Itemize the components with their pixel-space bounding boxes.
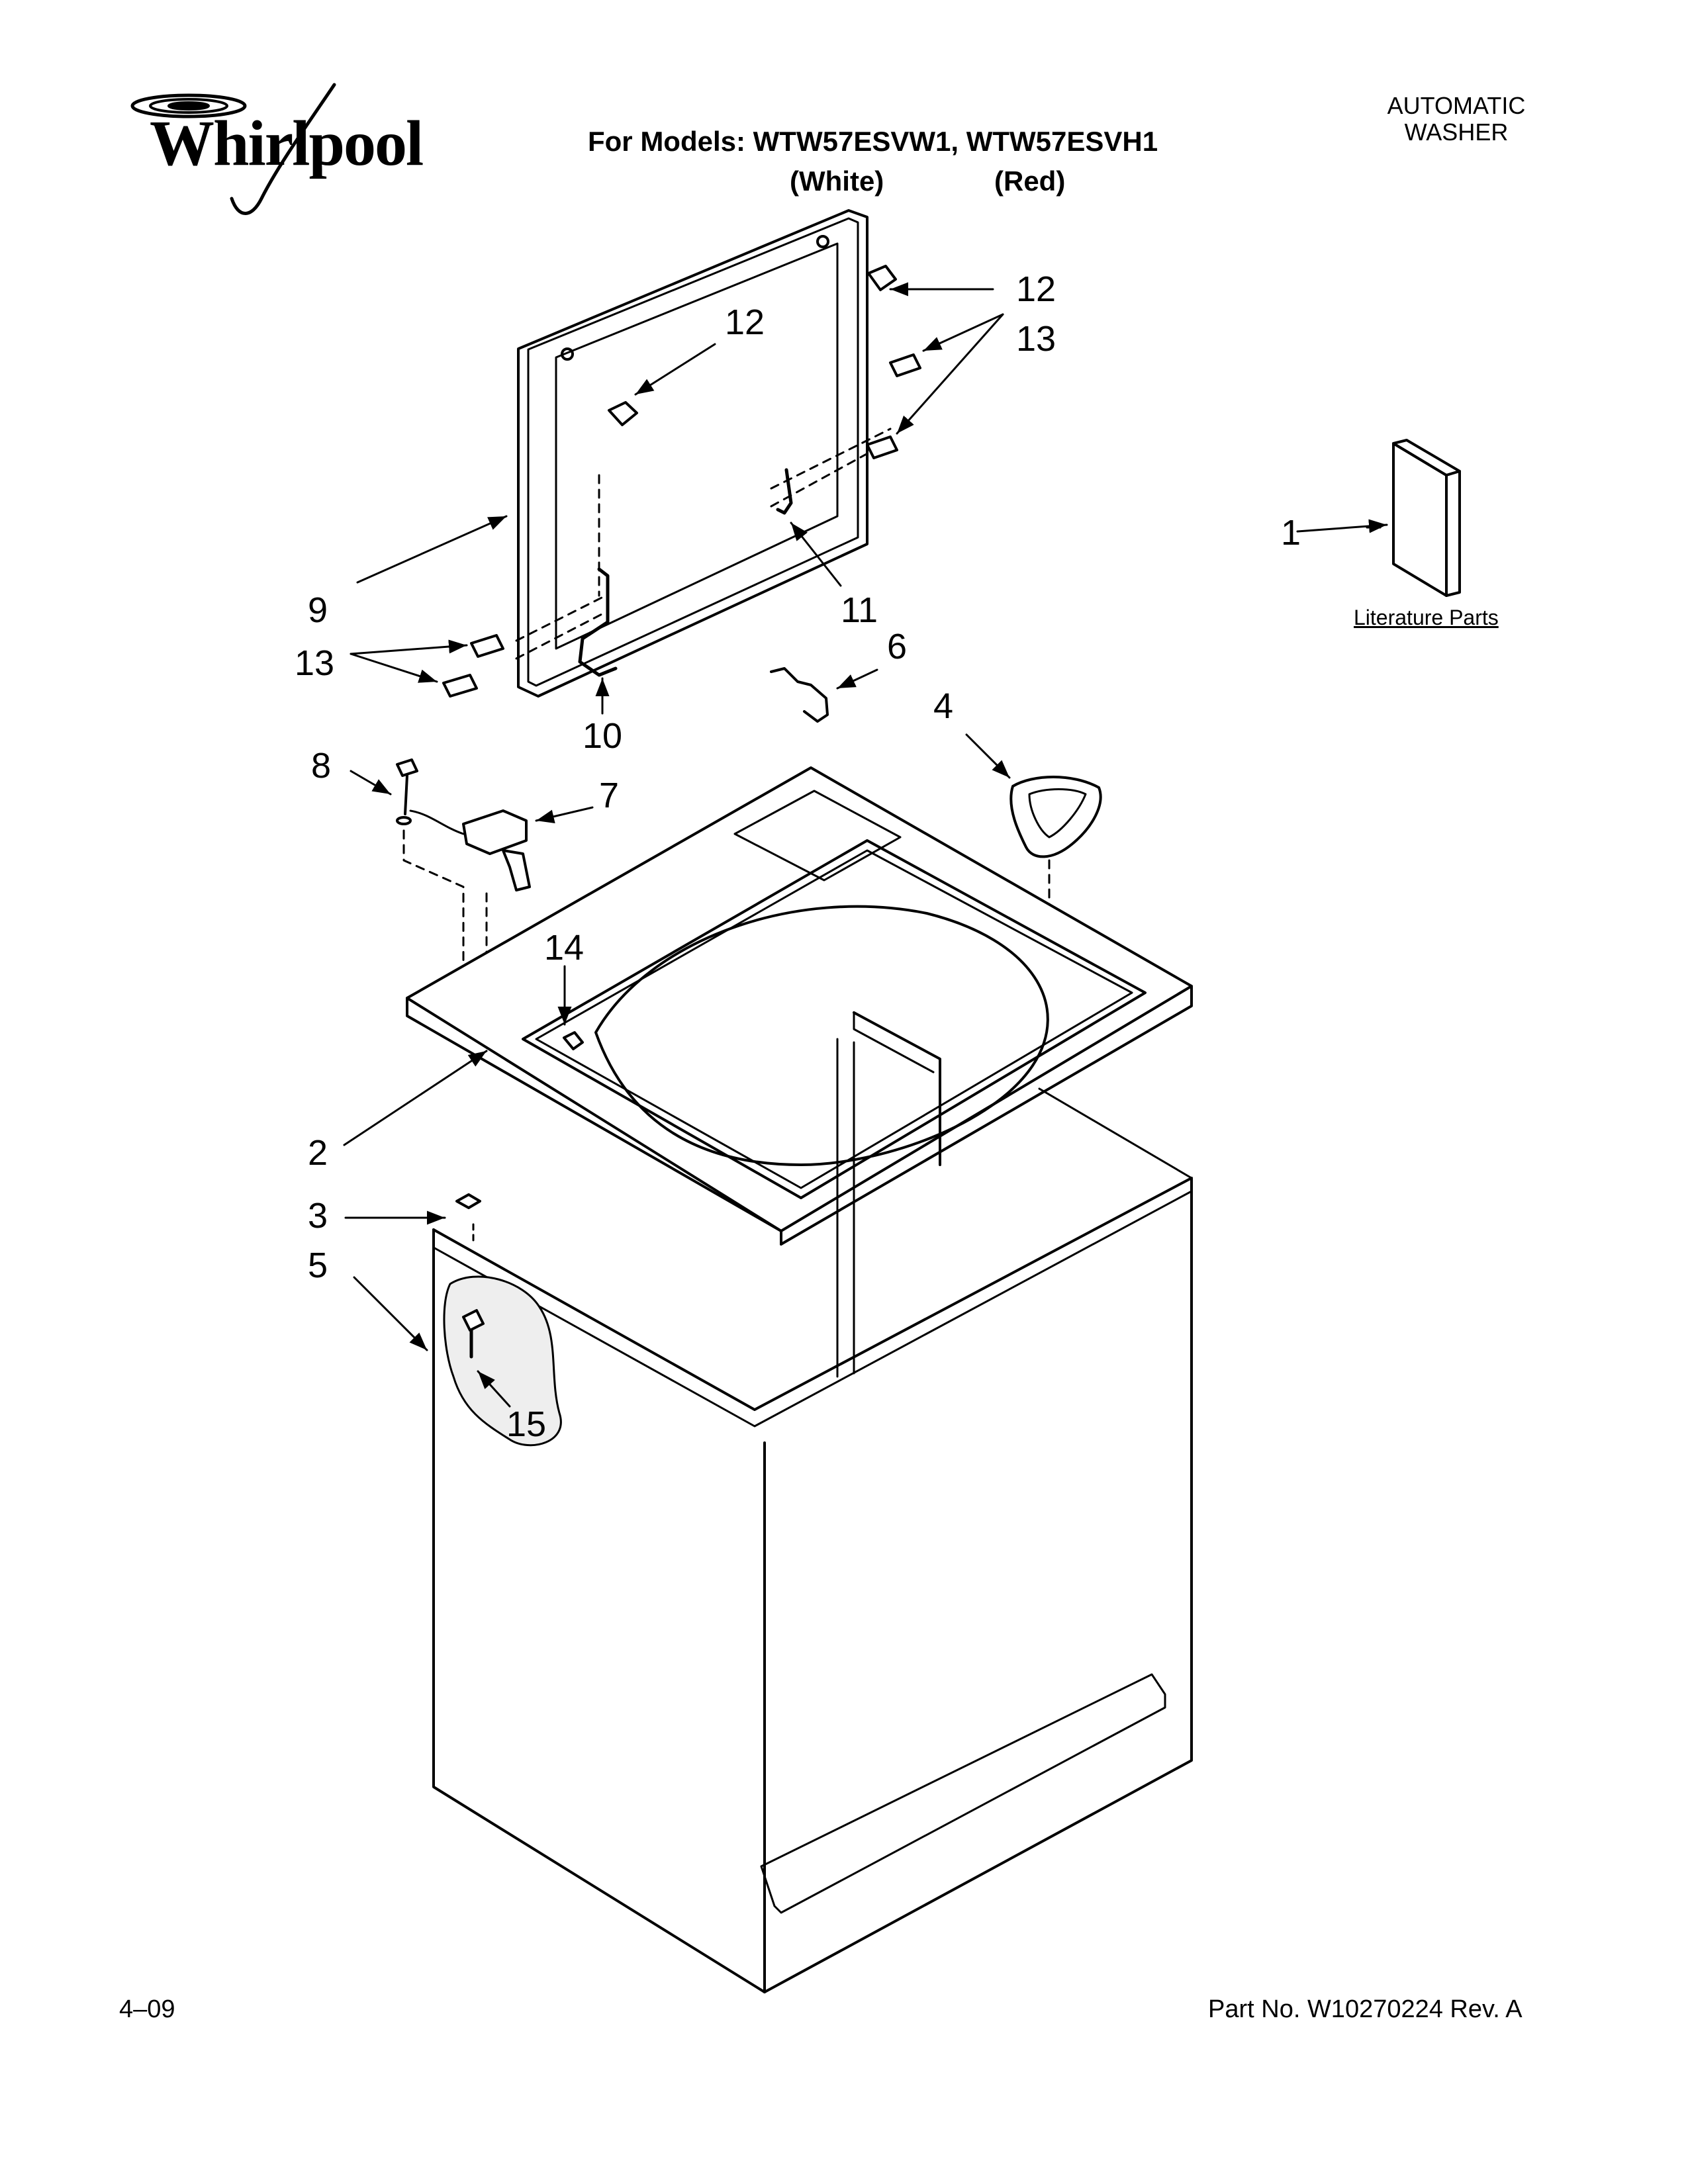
brand-logo: Whirlpool <box>150 108 424 179</box>
callout-1: 1 <box>1281 513 1301 553</box>
callout-11: 11 <box>841 590 878 630</box>
callout-14: 14 <box>544 928 585 968</box>
variant-red: (Red) <box>994 165 1066 197</box>
callout-13-b: 13 <box>295 643 335 683</box>
variant-white: (White) <box>790 165 884 197</box>
callout-13-a: 13 <box>1016 319 1056 359</box>
callout-5: 5 <box>308 1246 328 1285</box>
doc-type-line-2: WASHER <box>1404 118 1509 146</box>
callout-leaders <box>343 282 1388 1408</box>
doc-type-line-1: AUTOMATIC <box>1387 92 1526 119</box>
lid-switch-icon <box>396 758 531 981</box>
models-label: For Models: WTW57ESVW1, WTW57ESVH1 <box>588 126 1158 157</box>
lid-assembly <box>515 209 892 698</box>
callout-12-a: 12 <box>1016 269 1056 309</box>
callout-3: 3 <box>308 1196 328 1236</box>
callout-6: 6 <box>887 627 908 666</box>
whirlpool-logo-icon <box>130 83 336 215</box>
washer-cabinet <box>432 1038 1193 1993</box>
part-number: Part No. W10270224 Rev. A <box>1208 1995 1523 2023</box>
callout-4: 4 <box>933 686 954 726</box>
bleach-dispenser-cup-icon <box>1009 776 1102 961</box>
lid-switch-clip-icon <box>770 667 829 723</box>
callout-8: 8 <box>311 746 332 786</box>
callout-2: 2 <box>308 1133 328 1173</box>
lid-bumper-icon <box>608 265 897 426</box>
callout-15: 15 <box>506 1404 547 1444</box>
revision-date: 4–09 <box>119 1995 175 2023</box>
hinge-screw-icon <box>442 353 921 698</box>
document-type: AUTOMATIC WASHER <box>1350 93 1562 146</box>
literature-booklet-icon <box>1392 439 1461 597</box>
literature-parts-label: Literature Parts <box>1354 606 1499 629</box>
callout-12-b: 12 <box>725 302 765 342</box>
callout-10: 10 <box>583 716 623 756</box>
callout-7: 7 <box>599 776 620 815</box>
callout-9: 9 <box>308 590 328 630</box>
